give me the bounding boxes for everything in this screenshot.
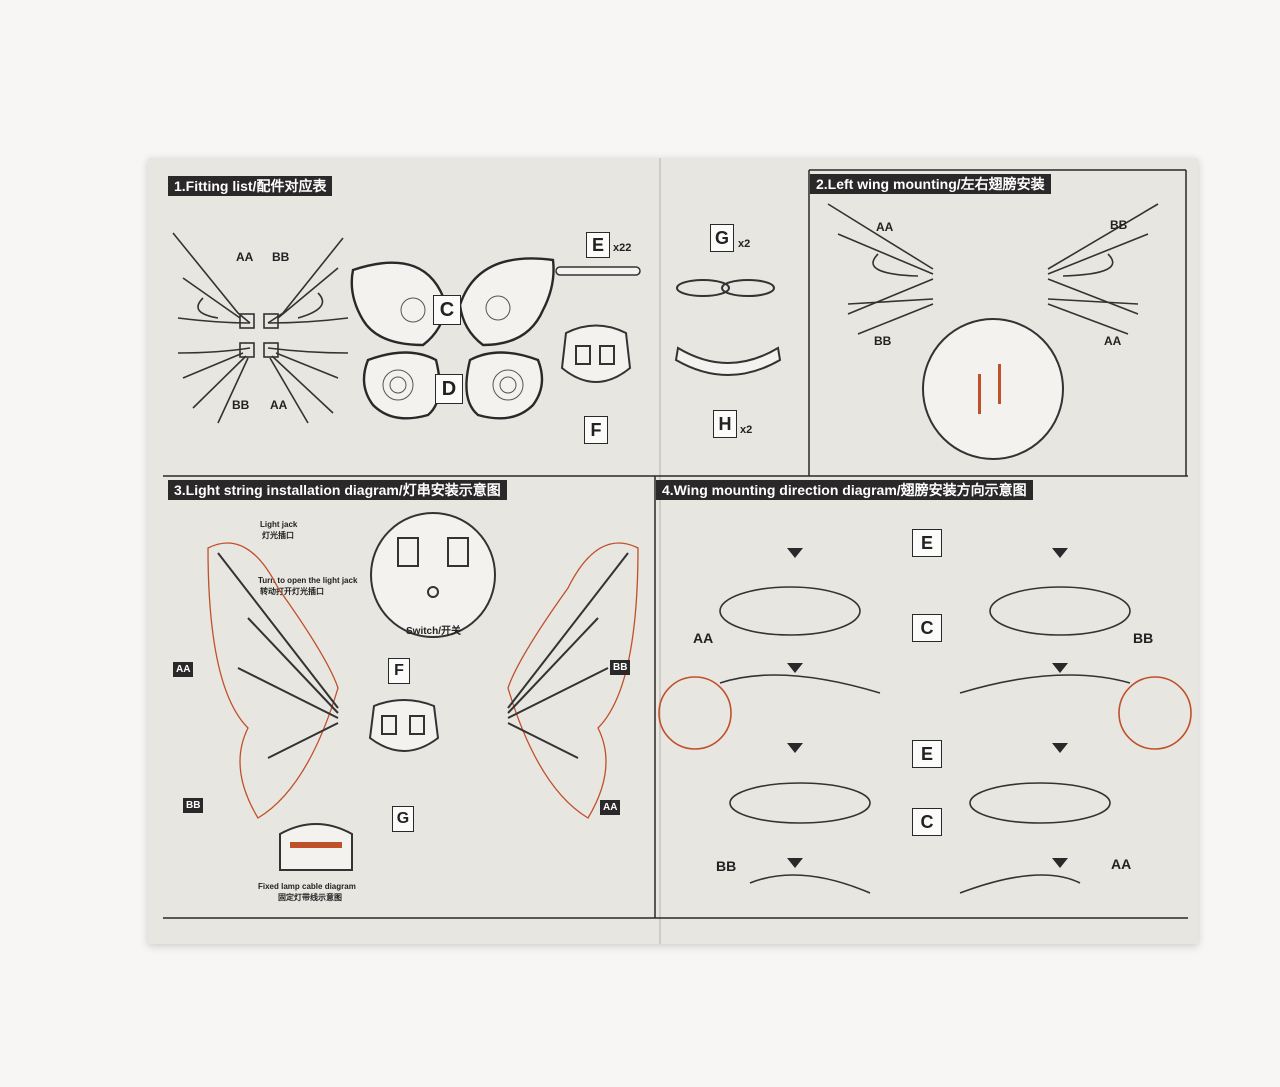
battery-box-center	[368, 699, 440, 752]
label-bb: BB	[716, 858, 737, 874]
part-c-box: C	[433, 295, 461, 325]
part-g-box: G	[392, 806, 414, 832]
direction-figure	[658, 548, 1192, 894]
tag-aa: AA	[600, 800, 621, 815]
label-bb: BB	[1110, 218, 1128, 232]
label-bb: BB	[874, 334, 892, 348]
turn-open-label-cn: 转动打开灯光插口	[260, 587, 324, 596]
cable-g	[676, 279, 775, 297]
switch-label: Switch/开关	[406, 626, 462, 637]
direction-title: 4.Wing mounting direction diagram/翅膀安装方向…	[656, 480, 1033, 500]
part-e-box: E	[586, 232, 610, 258]
part-f-box: F	[388, 658, 410, 684]
fixed-cable-label-cn: 固定灯带线示意图	[278, 893, 342, 902]
left-wing-mounting-figure	[827, 203, 1159, 460]
turn-open-label: Turn to open the light jack	[258, 576, 358, 585]
fixed-cable-label: Fixed lamp cable diagram	[258, 882, 356, 891]
label-bb: BB	[272, 250, 290, 264]
butterfly-wings	[350, 257, 555, 420]
light-jack-label-cn: 灯光插口	[262, 531, 294, 540]
part-c-box: C	[912, 614, 942, 642]
e-quantity: x22	[613, 242, 632, 254]
label-aa: AA	[876, 220, 894, 234]
tag-aa: AA	[173, 662, 194, 677]
tag-bb: BB	[183, 798, 204, 813]
light-string-wings	[207, 542, 639, 819]
label-aa: AA	[236, 250, 254, 264]
h-quantity: x2	[740, 424, 753, 436]
part-e-box: E	[912, 740, 942, 768]
part-d-box: D	[435, 374, 463, 404]
g-quantity: x2	[738, 238, 751, 250]
fixed-cable-detail	[279, 823, 353, 871]
part-g-box: G	[710, 224, 734, 252]
part-h-box: H	[713, 410, 737, 438]
label-bb: BB	[1133, 630, 1154, 646]
light-string-title: 3.Light string installation diagram/灯串安装…	[168, 480, 507, 500]
label-aa: AA	[693, 630, 714, 646]
left-wing-title: 2.Left wing mounting/左右翅膀安装	[810, 174, 1051, 194]
section-dividers	[163, 158, 1188, 944]
part-e-box: E	[912, 529, 942, 557]
strap-h	[674, 346, 782, 376]
battery-box	[560, 324, 632, 383]
strip-e	[555, 266, 641, 276]
part-c-box: C	[912, 808, 942, 836]
small-wing-frames	[172, 232, 349, 424]
label-aa: AA	[1104, 334, 1122, 348]
label-aa: AA	[270, 398, 288, 412]
light-jack-label: Light jack	[260, 520, 298, 529]
fitting-title: 1.Fitting list/配件对应表	[168, 176, 333, 196]
switch-detail-circle	[370, 512, 496, 638]
part-f-box: F	[584, 416, 608, 444]
label-aa: AA	[1111, 856, 1132, 872]
tag-bb: BB	[610, 660, 631, 675]
instruction-sheet: 1.Fitting list/配件对应表 2.Left wing mountin…	[148, 158, 1198, 944]
label-bb: BB	[232, 398, 250, 412]
